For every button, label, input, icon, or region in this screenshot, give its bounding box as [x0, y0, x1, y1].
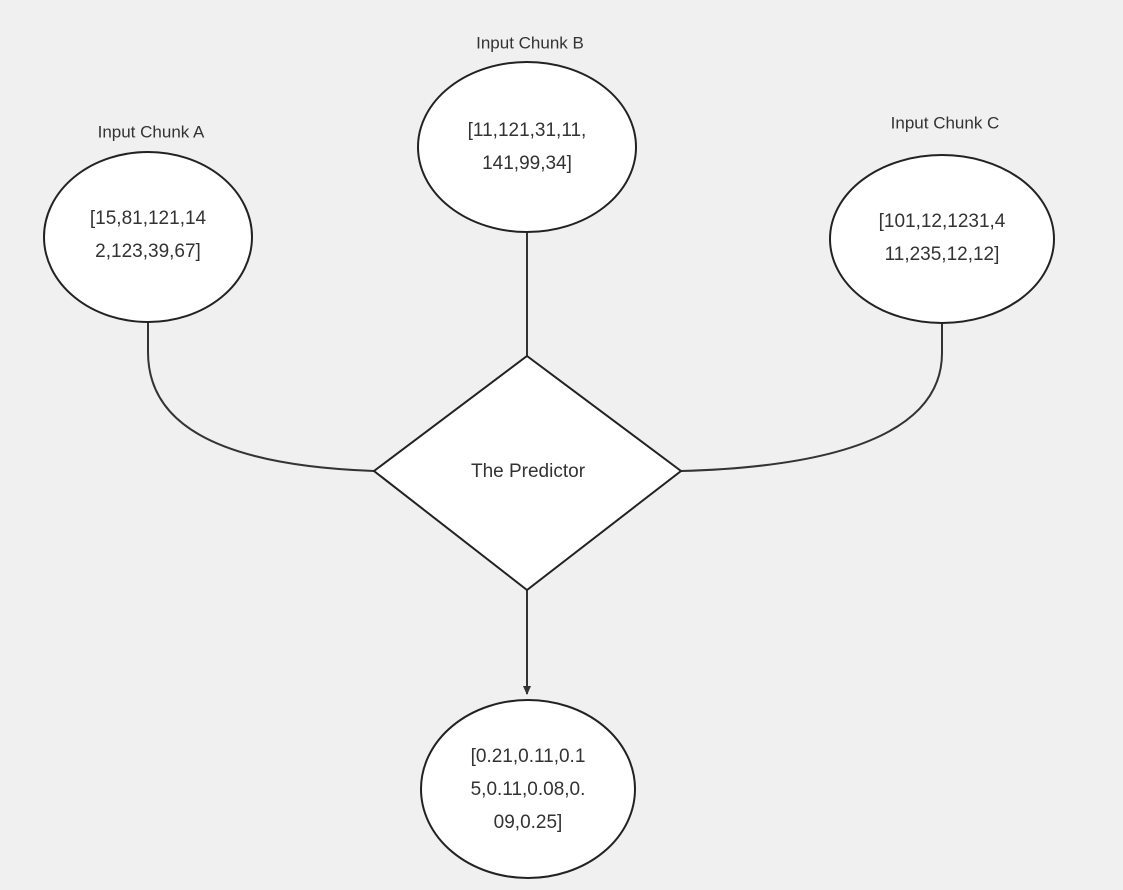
input-chunk-b-value-line1: [11,121,31,11, — [468, 120, 587, 141]
node-output[interactable] — [420, 699, 636, 879]
output-value-line2: 5,0.11,0.08,0. — [471, 779, 586, 800]
node-predictor[interactable] — [372, 354, 683, 592]
output-value-line3: 09,0.25] — [494, 812, 563, 833]
node-input-chunk-c[interactable] — [829, 154, 1055, 324]
edge-input-a-to-predictor — [147, 322, 375, 472]
input-chunk-c-caption: Input Chunk C — [891, 113, 1000, 132]
input-chunk-a-value-line2: 2,123,39,67] — [95, 241, 201, 262]
input-chunk-b-caption: Input Chunk B — [476, 33, 584, 52]
output-value-line1: [0.21,0.11,0.1 — [471, 746, 586, 767]
input-chunk-a-value-line1: [15,81,121,14 — [90, 208, 207, 229]
input-chunk-c-value-line2: 11,235,12,12] — [885, 244, 1000, 265]
node-input-chunk-b[interactable] — [417, 61, 637, 233]
edge-input-c-to-predictor — [680, 323, 943, 472]
input-chunk-a-caption: Input Chunk A — [98, 122, 205, 141]
input-chunk-b-value-line2: 141,99,34] — [482, 153, 572, 174]
predictor-label: The Predictor — [471, 461, 586, 482]
node-input-chunk-a[interactable] — [43, 151, 253, 323]
input-chunk-c-value-line1: [101,12,1231,4 — [879, 211, 1006, 232]
